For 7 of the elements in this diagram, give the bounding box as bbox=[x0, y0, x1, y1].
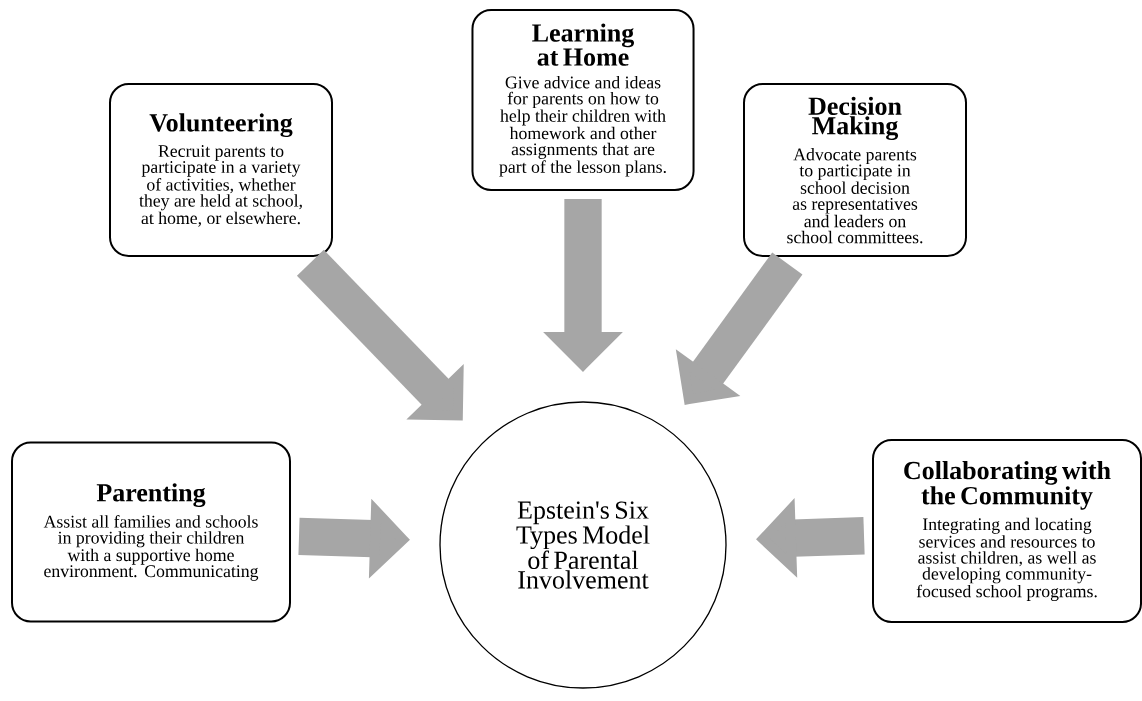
rounded-box: Collaborating with the Community Integrating and locating services and resources to assist children, as well as developing community-focused school programs. bbox=[872, 439, 1142, 623]
circle-node: Epstein's Six Types Model of Parental Involvement bbox=[439, 401, 727, 689]
rounded-box: Parenting Assist all families and schools in providing their children with a supportive home environment. Communicating bbox=[11, 441, 291, 623]
block-arrow bbox=[296, 249, 464, 421]
rounded-box: Volunteering Recruit parents to participate in a variety of activities, whether they are held at school, at home, or elsewhere. bbox=[109, 83, 333, 257]
rounded-box: Decision Making Advocate parents to participate in school decision as representatives and leaders on school committees. bbox=[743, 83, 967, 257]
rounded-box: Learning at Home Give advice and ideas for parents on how to help their children with homework and other assignments that are part of the lesson plans. bbox=[471, 9, 695, 191]
